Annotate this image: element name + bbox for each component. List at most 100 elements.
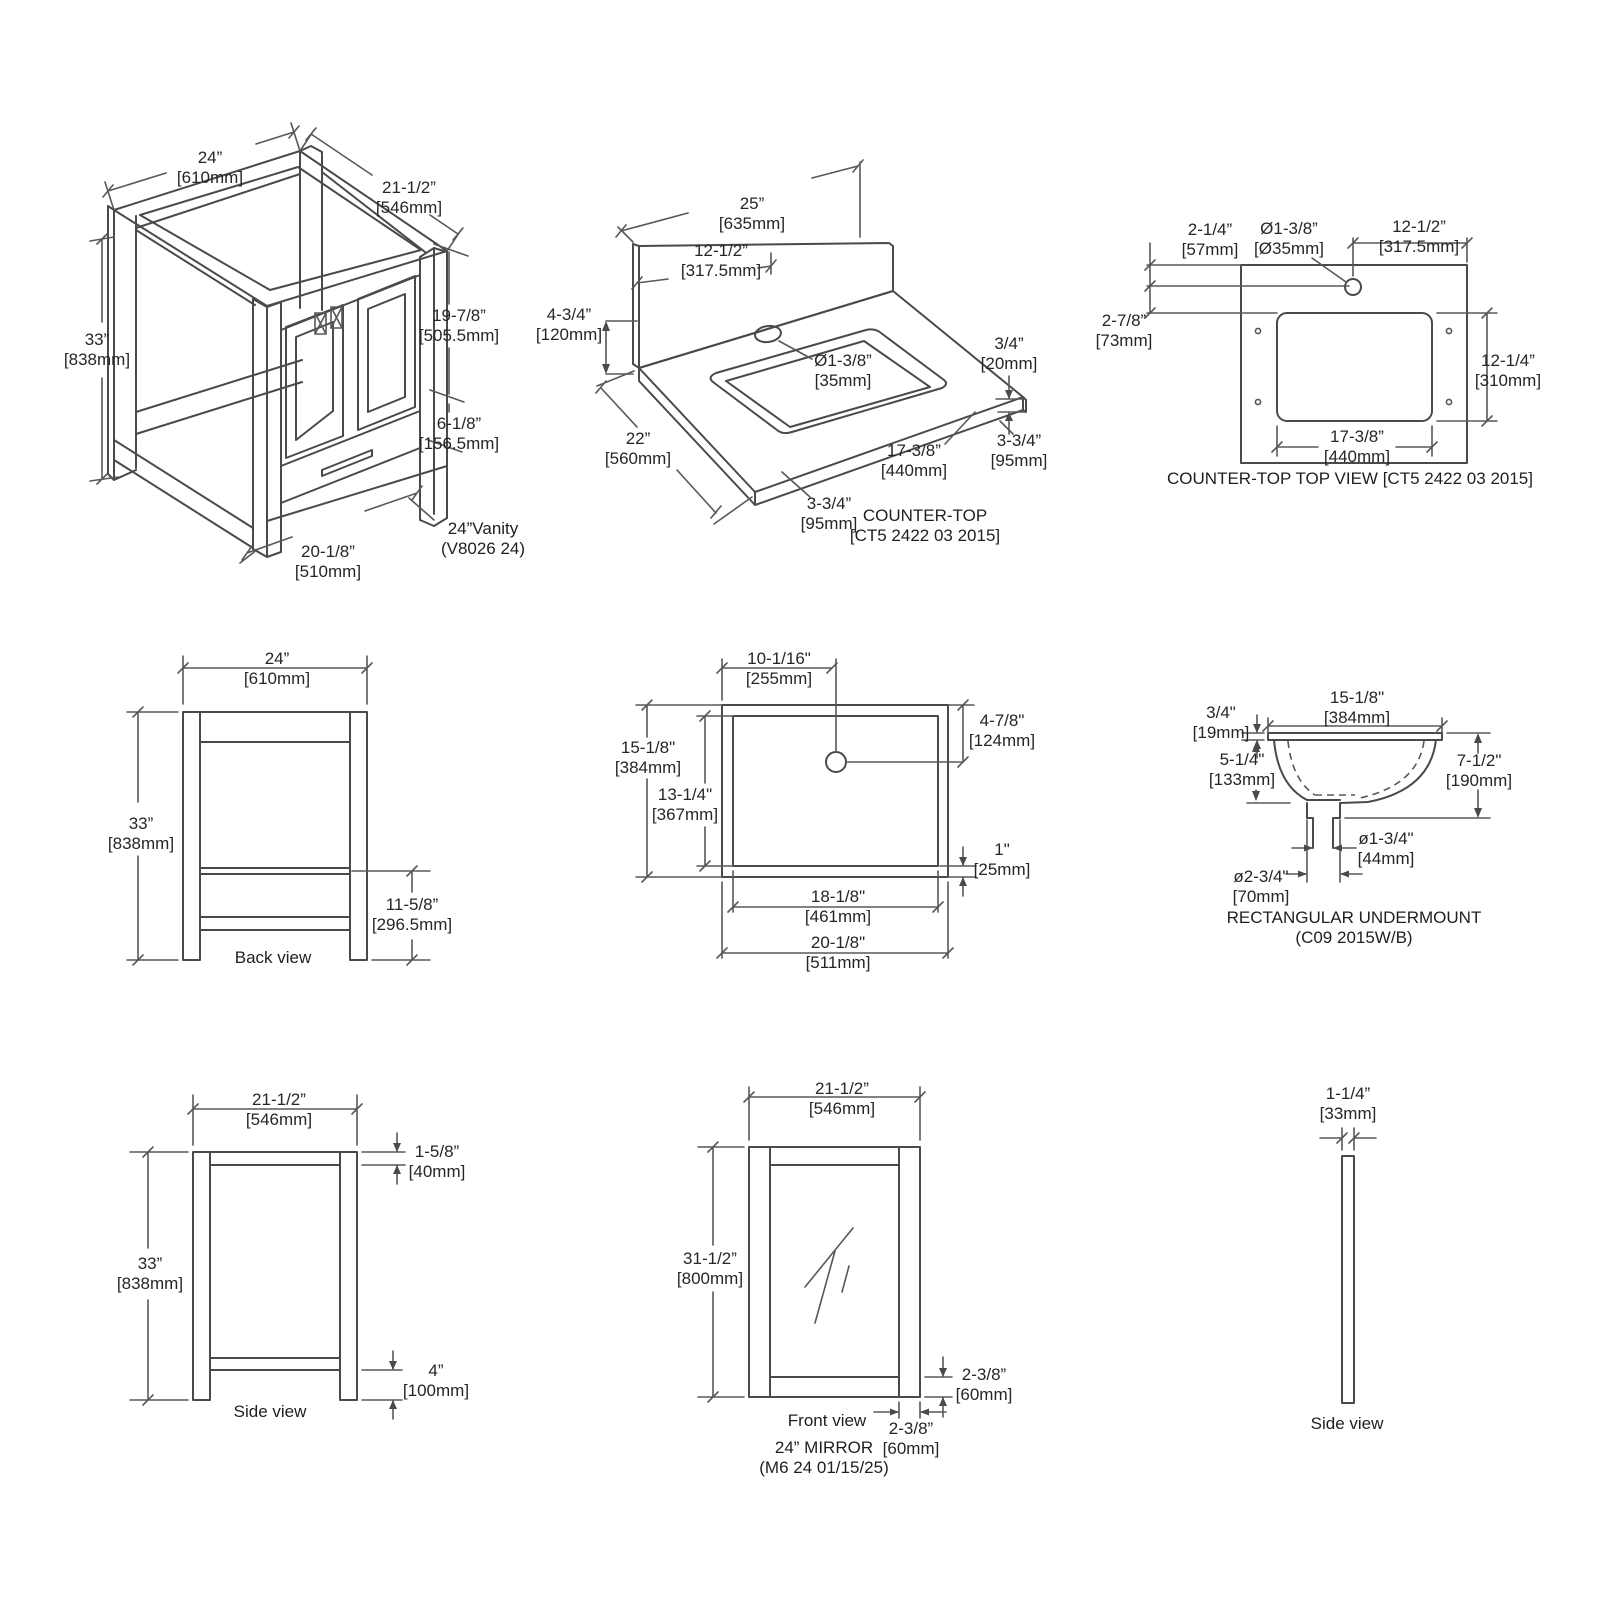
dim-label: 1-5/8”[40mm] [409, 1142, 466, 1182]
dim-label-line: [57mm] [1181, 240, 1239, 259]
caption-line: Side view [1310, 1414, 1384, 1433]
dim-label: 24”[610mm] [244, 649, 310, 689]
dim-label: 18-1/8"[461mm] [805, 887, 871, 927]
caption-line: 24”Vanity [447, 519, 519, 538]
countertop-isometric-drawing [595, 159, 1027, 525]
sink-cutout-top-view-drawing [635, 658, 977, 959]
dim-label-line: 4-7/8" [979, 711, 1025, 730]
dim-label: 2-7/8”[73mm] [1096, 311, 1153, 351]
caption-line: (C09 2015W/B) [1295, 928, 1413, 947]
caption-line: [CT5 2422 03 2015] [849, 526, 1001, 545]
dim-label-line: [73mm] [1095, 331, 1153, 350]
view-caption: 24” MIRROR(M6 24 01/15/25) [759, 1438, 888, 1478]
dim-label: 3/4"[19mm] [1193, 703, 1250, 743]
caption-line: Back view [234, 948, 312, 967]
dim-label-line: [800mm] [676, 1269, 744, 1288]
dim-label-line: 20-1/8" [810, 933, 866, 952]
dim-label: 31-1/2”[800mm] [677, 1249, 743, 1289]
caption-line: (M6 24 01/15/25) [759, 1458, 889, 1477]
dim-label-line: [546mm] [245, 1110, 313, 1129]
dim-label: 3/4”[20mm] [981, 334, 1038, 374]
vanity-back-view-drawing [126, 655, 431, 966]
dim-label-line: [635mm] [718, 214, 786, 233]
dim-label-line: 2-3/8” [961, 1365, 1007, 1384]
dim-label-line: [838mm] [63, 350, 131, 369]
dim-label-line: 2-7/8” [1101, 311, 1147, 330]
dim-label-line: [95mm] [800, 514, 858, 533]
dim-label-line: ø1-3/4" [1358, 829, 1414, 848]
dim-label-line: [190mm] [1445, 771, 1513, 790]
dim-label: 33”[838mm] [117, 1254, 183, 1294]
dim-label: 7-1/2"[190mm] [1446, 751, 1512, 791]
dim-label-line: [40mm] [408, 1162, 466, 1181]
dim-label-line: 13-1/4" [657, 785, 713, 804]
dim-label: 25”[635mm] [719, 194, 785, 234]
mirror-side-view-drawing [1319, 1127, 1377, 1404]
dim-label-line: [33mm] [1319, 1104, 1377, 1123]
dim-label-line: [124mm] [968, 731, 1036, 750]
dim-label-line: 1-5/8” [414, 1142, 460, 1161]
dim-label: ø2-3/4"[70mm] [1233, 867, 1290, 907]
dim-label-line: 24” [264, 649, 290, 668]
dim-label-line: [44mm] [1357, 849, 1415, 868]
dim-label-line: 6-1/8” [436, 414, 482, 433]
vanity-isometric-drawing [89, 122, 469, 564]
caption-line: COUNTER-TOP TOP VIEW [CT5 2422 03 2015] [1167, 469, 1533, 488]
dim-label-line: 17-3/8” [887, 441, 941, 460]
dim-label-line: 1-1/4” [1325, 1084, 1371, 1103]
dim-label-line: 19-7/8” [432, 306, 486, 325]
dim-label-line: [367mm] [651, 805, 719, 824]
view-caption: RECTANGULAR UNDERMOUNT(C09 2015W/B) [1227, 908, 1482, 948]
dim-label-line: [35mm] [814, 371, 872, 390]
dim-label: 1-1/4”[33mm] [1320, 1084, 1377, 1124]
dim-label-line: 4-3/4” [546, 305, 592, 324]
dim-label-line: [384mm] [614, 758, 682, 777]
dim-label-line: [25mm] [973, 860, 1031, 879]
countertop-top-view-drawing [1144, 237, 1498, 464]
dim-label-line: 31-1/2” [683, 1249, 737, 1268]
dim-label-line: 7-1/2" [1456, 751, 1502, 770]
dim-label-line: 12-1/2” [1392, 217, 1446, 236]
dim-label: 33”[838mm] [64, 330, 130, 370]
caption-line: 24” MIRROR [774, 1438, 874, 1457]
dim-label: 2-3/8”[60mm] [883, 1419, 940, 1459]
mirror-front-view-drawing [697, 1086, 953, 1419]
dim-label-line: 1" [994, 840, 1010, 859]
dim-label-line: 10-1/16" [747, 649, 811, 668]
dim-label: 21-1/2”[546mm] [376, 178, 442, 218]
dim-label: 19-7/8”[505.5mm] [419, 306, 499, 346]
dim-label-line: [461mm] [804, 907, 872, 926]
dim-label-line: [384mm] [1323, 708, 1391, 727]
dim-label-line: [511mm] [805, 953, 871, 972]
dim-label-line: 33” [84, 330, 110, 349]
dim-label-line: [70mm] [1232, 887, 1290, 906]
dim-label: 21-1/2”[546mm] [246, 1090, 312, 1130]
dim-label: 20-1/8"[511mm] [806, 933, 871, 973]
dim-label-line: 15-1/8" [1329, 688, 1385, 707]
dim-label: 13-1/4"[367mm] [652, 785, 718, 825]
dim-label-line: 12-1/4” [1481, 351, 1535, 370]
view-caption: Back view [235, 948, 312, 968]
dim-label: 5-1/4"[133mm] [1209, 750, 1275, 790]
caption-line: Side view [233, 1402, 307, 1421]
dim-label-line: [610mm] [243, 669, 311, 688]
dim-label-line: 24” [197, 148, 223, 167]
dim-label-line: 2-1/4” [1187, 220, 1233, 239]
dim-label: 21-1/2”[546mm] [809, 1079, 875, 1119]
dim-label: 12-1/2”[317.5mm] [1379, 217, 1459, 257]
dim-label-line: [296.5mm] [371, 915, 453, 934]
dim-label: 11-5/8”[296.5mm] [372, 895, 452, 935]
dim-label: ø1-3/4"[44mm] [1358, 829, 1415, 869]
dim-label-line: [100mm] [402, 1381, 470, 1400]
dim-label: 12-1/4”[310mm] [1475, 351, 1541, 391]
dim-label: 10-1/16"[255mm] [746, 649, 812, 689]
dim-label: 20-1/8”[510mm] [295, 542, 361, 582]
dim-label-line: Ø1-3/8” [1260, 219, 1318, 238]
dim-label: 12-1/2”[317.5mm] [681, 241, 761, 281]
dim-label: 15-1/8"[384mm] [615, 738, 681, 778]
dim-label-line: [95mm] [990, 451, 1048, 470]
dim-label-line: [133mm] [1208, 770, 1276, 789]
dim-label: 33”[838mm] [108, 814, 174, 854]
